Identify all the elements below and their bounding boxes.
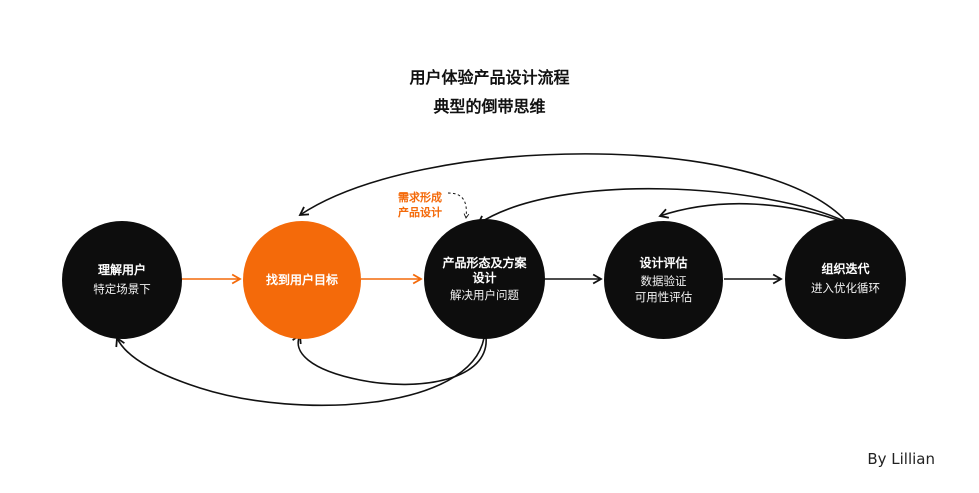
annotation-line1: 需求形成: [398, 191, 442, 204]
node-find-goal: 找到用户目标: [243, 221, 361, 339]
arrow-design-to-goal: [292, 333, 487, 386]
diagram-subtitle: 典型的倒带思维: [433, 97, 546, 116]
node-design-evaluation-title: 设计评估: [639, 255, 688, 270]
annotation-arrow: [447, 192, 470, 219]
arrow-design-to-understand: [115, 336, 485, 407]
annotation-requirement: 需求形成 产品设计: [392, 190, 448, 220]
annotation-line2: 产品设计: [398, 206, 442, 219]
node-product-design-title-line2: 设计: [472, 270, 497, 285]
node-design-evaluation-subtitle-line1: 数据验证: [640, 273, 687, 288]
node-iteration-subtitle: 进入优化循环: [811, 281, 880, 295]
author-signature: By Lillian: [867, 450, 935, 468]
diagram-title: 用户体验产品设计流程: [409, 68, 570, 87]
node-product-design-title-line1: 产品形态及方案: [442, 255, 527, 270]
arrow-iterate-to-evaluate: [658, 202, 847, 224]
node-iteration-title: 组织迭代: [821, 262, 870, 276]
node-product-design-subtitle: 解决用户问题: [450, 287, 519, 302]
arrow-iterate-to-goal: [298, 153, 847, 222]
node-iteration: 组织迭代 进入优化循环: [785, 219, 906, 339]
node-find-goal-title: 找到用户目标: [265, 272, 338, 287]
node-design-evaluation: 设计评估 数据验证 可用性评估: [604, 221, 723, 339]
node-design-evaluation-subtitle-line2: 可用性评估: [634, 289, 693, 304]
node-product-design: 产品形态及方案 设计 解决用户问题: [424, 219, 545, 339]
node-understand-user-subtitle: 特定场景下: [93, 282, 151, 296]
node-understand-user-title: 理解用户: [97, 263, 146, 277]
arrow-iterate-to-design: [476, 187, 847, 225]
node-understand-user: 理解用户 特定场景下: [62, 221, 182, 339]
